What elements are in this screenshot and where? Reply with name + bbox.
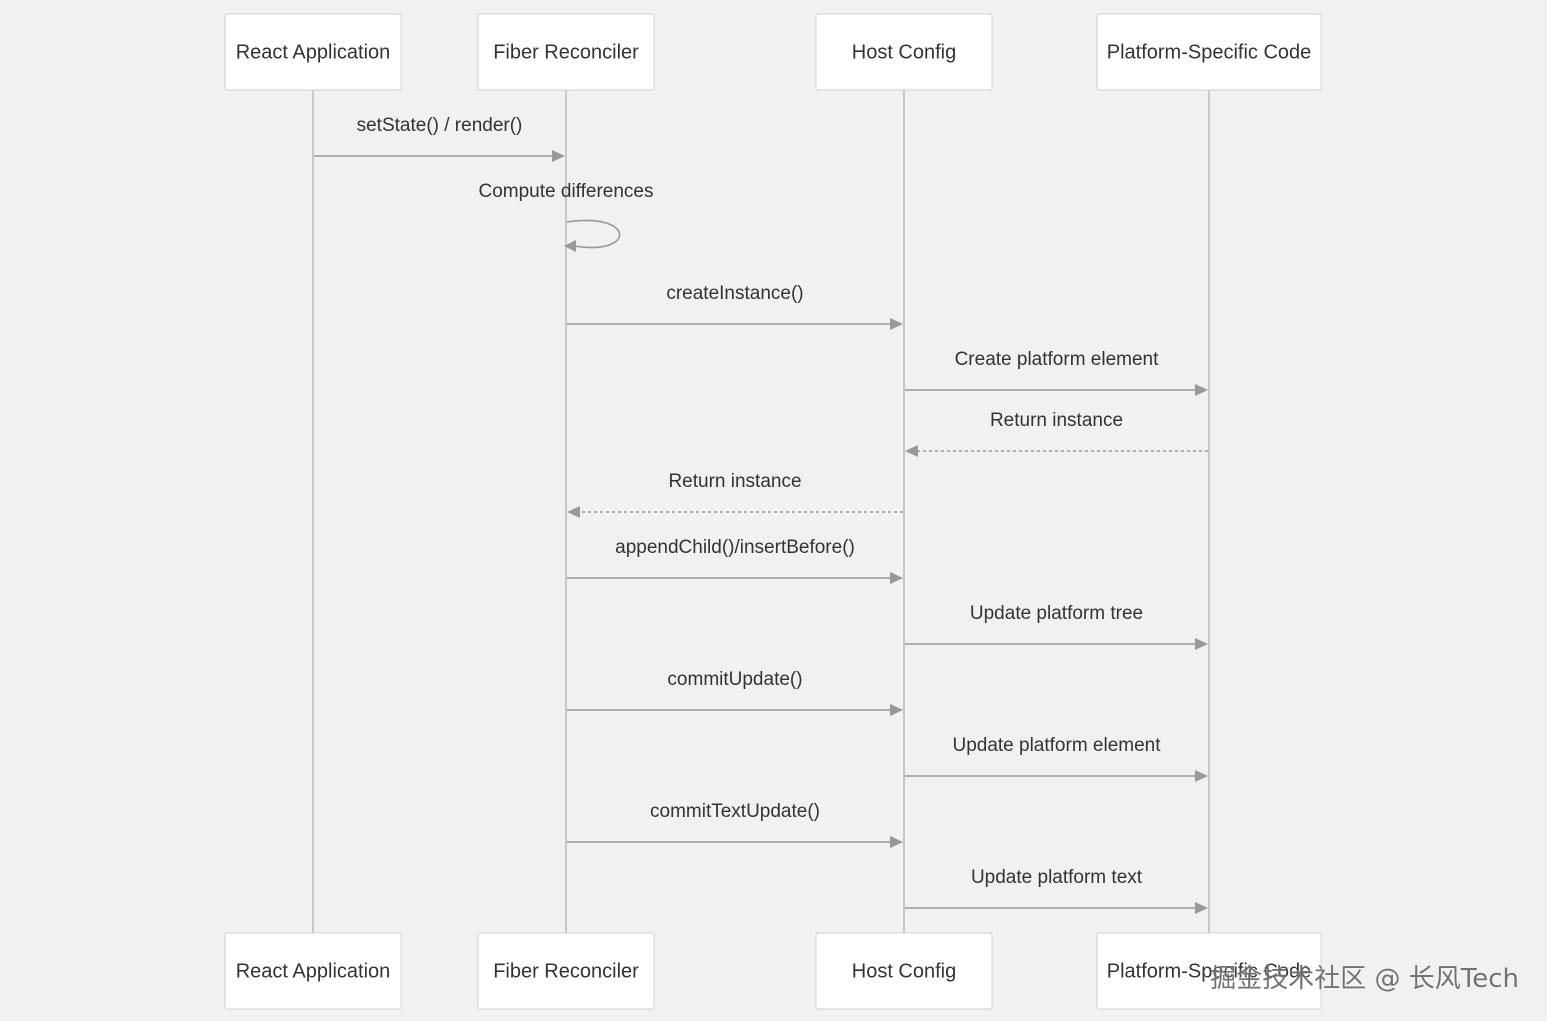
actor-box [477,13,655,91]
message-2: Compute differences [479,181,654,252]
message-1: setState() / render() [314,115,565,162]
message-11: commitTextUpdate() [567,801,903,848]
actor-box [477,932,655,1010]
message-label: Return instance [668,471,801,492]
actors-bottom: React Application Fiber Reconciler Host Co… [224,932,1322,1010]
message-label: createInstance() [666,283,803,304]
arrowhead [1195,902,1208,914]
arrowhead [567,506,580,518]
message-6: Return instance [567,471,903,518]
arrowhead [890,572,903,584]
message-label: Update platform tree [970,603,1143,624]
message-5: Return instance [905,410,1208,457]
actor-box [815,13,993,91]
arrowhead [552,150,565,162]
arrowhead [890,704,903,716]
message-label: Compute differences [479,181,654,202]
actor-label: React Application [236,960,391,982]
messages: setState() / render() Compute differences… [314,115,1208,914]
arrowhead [1195,384,1208,396]
actor-host-bottom: Host Config [815,932,993,1010]
actor-box [815,932,993,1010]
actor-label: Platform-Specific Code [1107,41,1312,63]
watermark-text: 掘金技术社区 @ 长风Tech [1210,964,1519,994]
actor-box [224,13,402,91]
arrowhead [890,836,903,848]
actors-top: React Application Fiber Reconciler Host Co… [224,13,1322,91]
message-label: setState() / render() [357,115,523,136]
message-4: Create platform element [905,349,1208,396]
message-label: Create platform element [955,349,1160,370]
actor-label: Fiber Reconciler [493,41,639,63]
message-10: Update platform element [905,735,1208,782]
actor-fiber-top: Fiber Reconciler [477,13,655,91]
actor-box [1096,932,1322,1010]
actor-label: Fiber Reconciler [493,960,639,982]
message-9: commitUpdate() [567,669,903,716]
message-12: Update platform text [905,867,1208,914]
message-label: Return instance [990,410,1123,431]
actor-label: Host Config [852,41,957,63]
actor-app-top: React Application [224,13,402,91]
actor-app-bottom: React Application [224,932,402,1010]
arrowhead [1195,770,1208,782]
message-8: Update platform tree [905,603,1208,650]
self-loop-line [566,219,621,249]
actor-platform-top: Platform-Specific Code [1096,13,1322,91]
actor-fiber-bottom: Fiber Reconciler [477,932,655,1010]
message-label: Update platform text [971,867,1143,888]
actor-label: Host Config [852,960,957,982]
arrowhead [1195,638,1208,650]
message-label: commitTextUpdate() [650,801,820,822]
actor-label: Platform-Specific Code [1107,960,1312,982]
arrowhead [890,318,903,330]
arrowhead [905,445,918,457]
message-label: Update platform element [952,735,1161,756]
message-7: appendChild()/insertBefore() [567,537,903,584]
arrowhead [564,240,576,252]
actor-host-top: Host Config [815,13,993,91]
lifelines [312,90,1210,933]
actor-label: React Application [236,41,391,63]
actor-box [1096,13,1322,91]
message-label: appendChild()/insertBefore() [615,537,855,558]
message-3: createInstance() [567,283,903,330]
actor-platform-bottom: Platform-Specific Code [1096,932,1322,1010]
actor-box [224,932,402,1010]
message-label: commitUpdate() [667,669,802,690]
